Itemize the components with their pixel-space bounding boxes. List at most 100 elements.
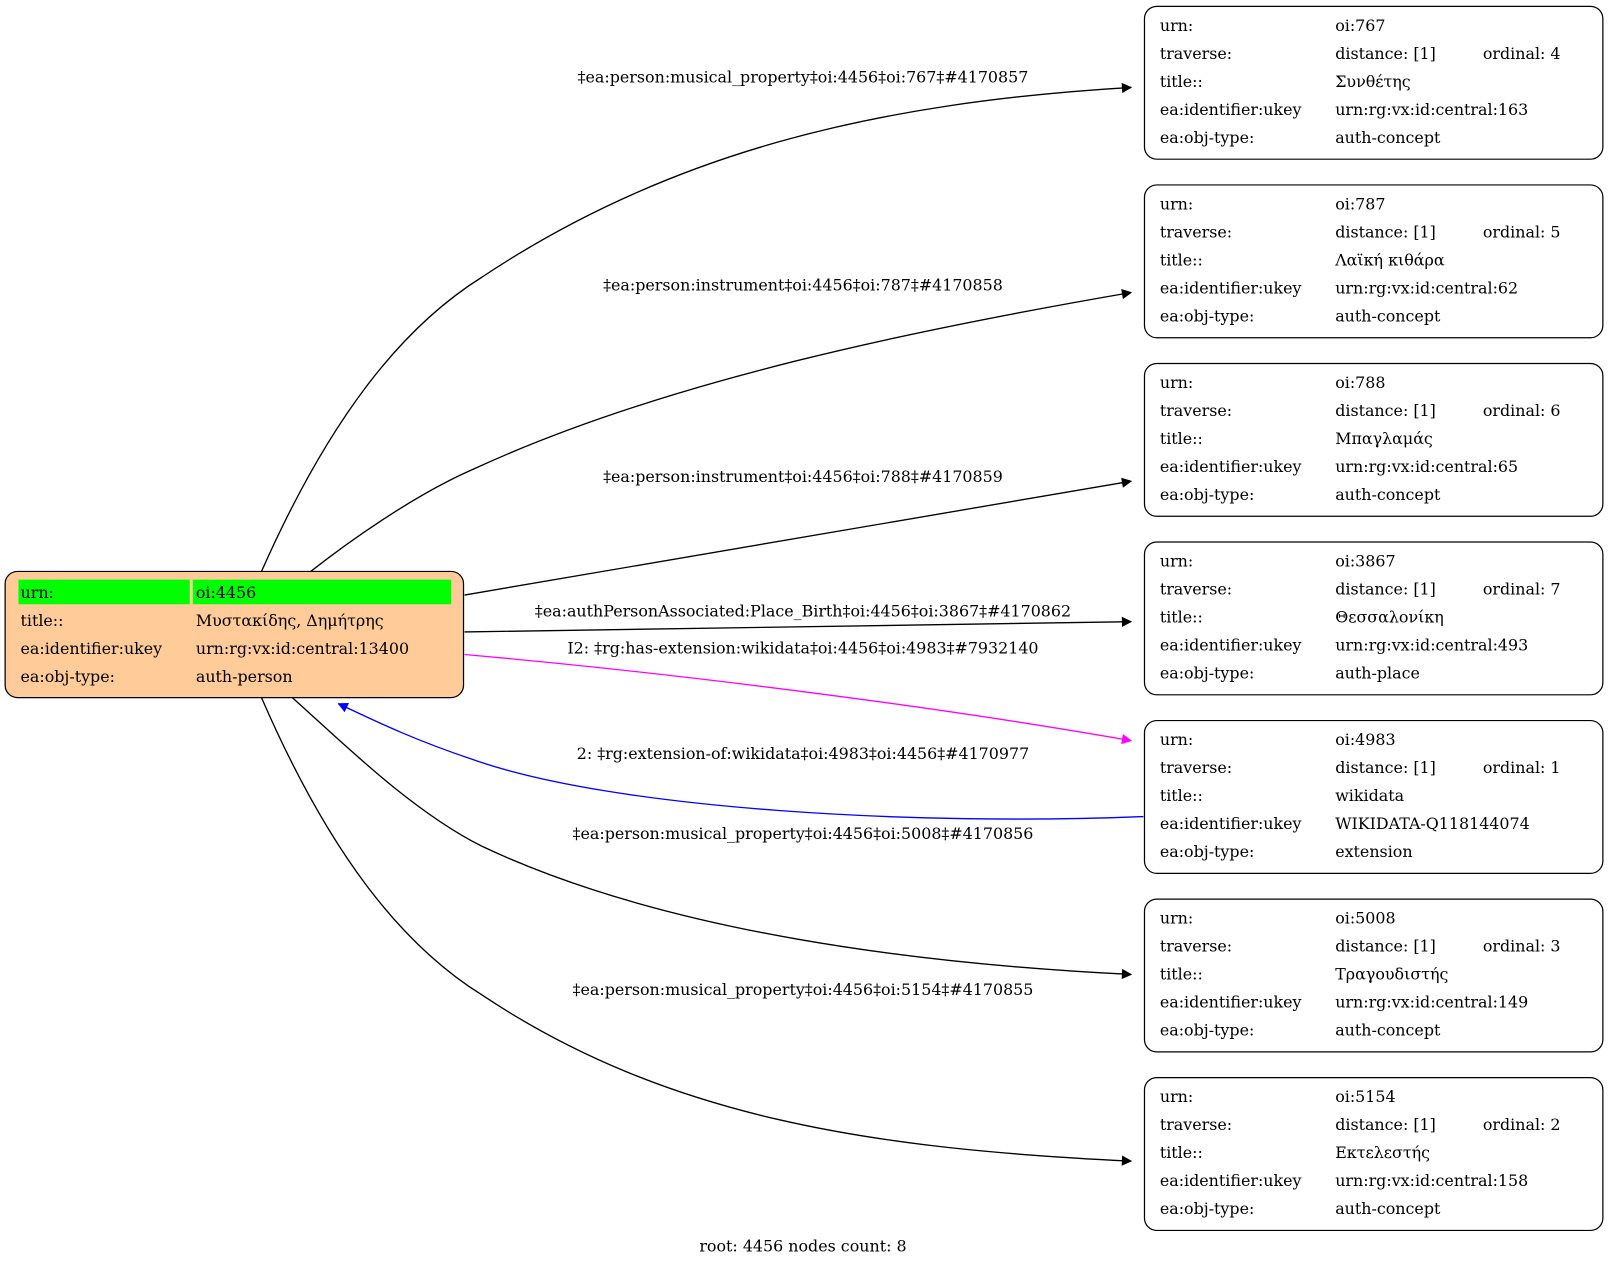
node-row-value: distance: [1]: [1335, 937, 1436, 956]
edge-label: 2: ‡rg:extension-of:wikidata‡oi:4983‡oi:…: [577, 744, 1029, 763]
node-row-key: title::: [1160, 72, 1203, 91]
node-row-value: oi:3867: [1335, 552, 1395, 571]
edge-label: ‡ea:person:musical_property‡oi:4456‡oi:5…: [573, 824, 1034, 843]
node-ordinal: ordinal: 4: [1483, 44, 1561, 63]
node-row-value: distance: [1]: [1335, 1115, 1436, 1134]
node-row-value: Τραγουδιστής: [1335, 965, 1448, 984]
node-row-key: title::: [1160, 608, 1203, 627]
edge-line[interactable]: [260, 82, 1133, 572]
node-row-value: auth-concept: [1335, 1199, 1441, 1218]
root-row-key: title::: [21, 611, 64, 630]
root-row-value: auth-person: [196, 667, 293, 686]
edge-line[interactable]: [464, 616, 1133, 633]
node-row-key: ea:identifier:ukey: [1160, 814, 1302, 833]
node-row-key: urn:: [1160, 195, 1193, 214]
node-row-value: auth-concept: [1335, 1021, 1441, 1040]
node-row-key: traverse:: [1160, 758, 1232, 777]
node-box: [1143, 719, 1604, 874]
node-box: [1143, 541, 1604, 696]
highlight-cell: [18, 579, 190, 605]
node-ordinal: ordinal: 2: [1483, 1115, 1561, 1134]
node-row-key: urn:: [1160, 1087, 1193, 1106]
node-row-key: ea:obj-type:: [1160, 307, 1254, 326]
node-ordinal: ordinal: 6: [1483, 401, 1561, 420]
node-row-key: ea:obj-type:: [1160, 664, 1254, 683]
root-row-value: urn:rg:vx:id:central:13400: [196, 639, 409, 658]
node-row-key: ea:identifier:ukey: [1160, 993, 1302, 1012]
node-row-key: traverse:: [1160, 937, 1232, 956]
node-row-value: urn:rg:vx:id:central:493: [1335, 636, 1528, 655]
node-row-value: oi:4983: [1335, 730, 1395, 749]
edge-label: ‡ea:person:musical_property‡oi:4456‡oi:7…: [578, 67, 1029, 86]
edges-layer: ‡ea:person:musical_property‡oi:4456‡oi:7…: [260, 67, 1144, 1166]
node-row-key: ea:identifier:ukey: [1160, 100, 1302, 119]
root-row-key: ea:obj-type:: [21, 667, 115, 686]
node-row-key: ea:identifier:ukey: [1160, 636, 1302, 655]
node-row-key: traverse:: [1160, 1115, 1232, 1134]
node-row-key: ea:obj-type:: [1160, 485, 1254, 504]
node-row-key: traverse:: [1160, 223, 1232, 242]
edge-line[interactable]: [260, 697, 1133, 1166]
node-row-value: distance: [1]: [1335, 401, 1436, 420]
root-row-key: urn:: [21, 583, 54, 602]
node-row-key: ea:identifier:ukey: [1160, 457, 1302, 476]
node-row-key: urn:: [1160, 552, 1193, 571]
node-row-value: distance: [1]: [1335, 223, 1436, 242]
root-row-value: Μυστακίδης, Δημήτρης: [196, 611, 384, 630]
node-row-value: auth-concept: [1335, 128, 1441, 147]
node-row-key: title::: [1160, 965, 1203, 984]
node-row-key: ea:obj-type:: [1160, 1021, 1254, 1040]
node-row-key: urn:: [1160, 16, 1193, 35]
node-row-key: urn:: [1160, 730, 1193, 749]
node-ordinal: ordinal: 5: [1483, 223, 1561, 242]
node-box: [1143, 1077, 1604, 1232]
node-ordinal: ordinal: 3: [1483, 937, 1561, 956]
node-row-value: Εκτελεστής: [1335, 1143, 1430, 1162]
node-row-key: traverse:: [1160, 580, 1232, 599]
node-row-value: wikidata: [1335, 786, 1404, 805]
highlight-cell: [192, 579, 452, 605]
node-box: [1143, 5, 1604, 160]
graph-node[interactable]: urn: oi:787 traverse: distance: [1] ordinal:…: [1143, 184, 1604, 339]
node-row-value: oi:787: [1335, 195, 1385, 214]
root-row-value: oi:4456: [196, 583, 256, 602]
node-ordinal: ordinal: 7: [1483, 580, 1561, 599]
root-row-key: ea:identifier:ukey: [21, 639, 163, 658]
node-row-value: auth-concept: [1335, 485, 1441, 504]
node-row-key: title::: [1160, 429, 1203, 448]
node-box: [1143, 184, 1604, 339]
node-row-value: urn:rg:vx:id:central:149: [1335, 993, 1528, 1012]
edge-label: ‡ea:person:instrument‡oi:4456‡oi:788‡#41…: [603, 467, 1003, 486]
node-row-value: distance: [1]: [1335, 44, 1436, 63]
edge-label: ‡ea:authPersonAssociated:Place_Birth‡oi:…: [535, 602, 1071, 621]
edge-line[interactable]: [337, 702, 1144, 820]
node-row-key: urn:: [1160, 373, 1193, 392]
node-row-value: distance: [1]: [1335, 580, 1436, 599]
edge-line[interactable]: [291, 697, 1133, 980]
node-row-value: urn:rg:vx:id:central:62: [1335, 279, 1518, 298]
node-box: [1143, 898, 1604, 1053]
node-row-value: auth-concept: [1335, 307, 1441, 326]
node-row-key: title::: [1160, 786, 1203, 805]
edge-line[interactable]: [464, 477, 1133, 596]
node-row-value: urn:rg:vx:id:central:158: [1335, 1171, 1528, 1190]
node-row-value: Μπαγλαμάς: [1335, 429, 1433, 448]
node-row-key: urn:: [1160, 909, 1193, 928]
node-row-value: oi:788: [1335, 373, 1385, 392]
edge-line[interactable]: [310, 289, 1133, 572]
edge-line[interactable]: [464, 653, 1133, 745]
node-row-value: Θεσσαλονίκη: [1335, 608, 1444, 627]
node-row-value: urn:rg:vx:id:central:163: [1335, 100, 1528, 119]
graph-node[interactable]: urn: oi:3867 traverse: distance: [1] ordinal…: [1143, 541, 1604, 696]
node-box: [1143, 362, 1604, 517]
node-row-value: urn:rg:vx:id:central:65: [1335, 457, 1518, 476]
node-row-value: distance: [1]: [1335, 758, 1436, 777]
